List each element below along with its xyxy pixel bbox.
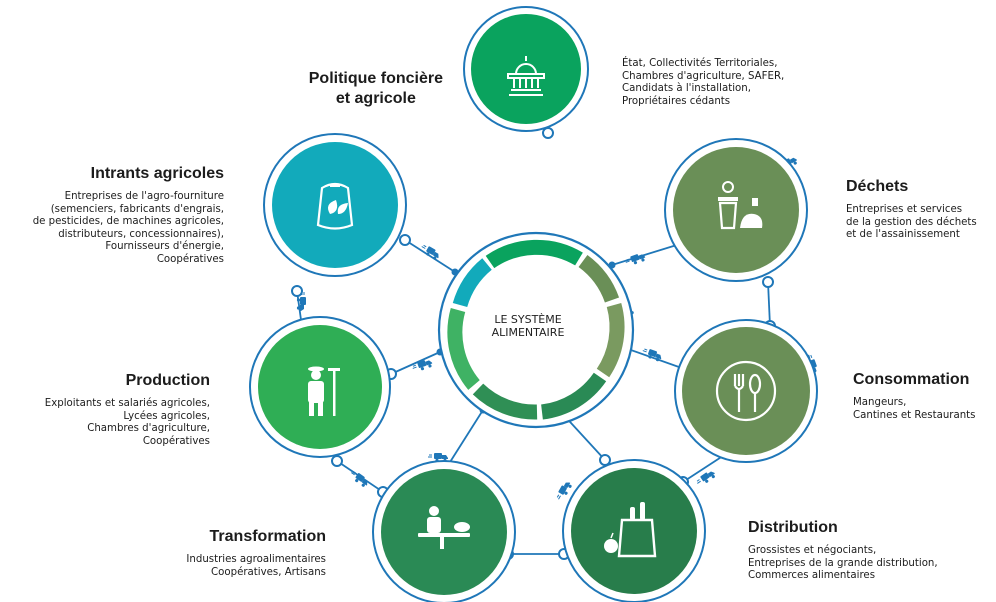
politique-title: Politique foncière et agricole (309, 69, 443, 109)
production-desc-line: Coopératives (142, 435, 210, 447)
production-desc: Exploitants et salariés agricoles, Lycée… (45, 398, 210, 448)
intrants-title: Intrants agricoles (90, 165, 224, 182)
production-desc-line: Exploitants et salariés agricoles, (44, 398, 210, 409)
node-intrants (263, 133, 407, 277)
transformation-desc-line: Industries agroalimentaires (186, 554, 326, 565)
node-dechets (664, 138, 808, 282)
dechets-desc-line: Entreprises et services (846, 204, 963, 215)
node-transformation (372, 460, 516, 602)
production-desc-line: Chambres d'agriculture, (87, 423, 210, 435)
dechets-desc-line: de la gestion des déchets (846, 216, 977, 228)
dechets-title: Déchets (846, 178, 909, 195)
node-production (249, 316, 391, 458)
center-label: LE SYSTÈME ALIMENTAIRE (462, 313, 594, 339)
label-dechets: Déchets Entreprises et services de la ge… (846, 177, 977, 242)
intrants-desc-line: Coopératives (156, 253, 224, 265)
distribution-desc-line: Commerces alimentaires (748, 570, 875, 582)
label-politique-desc: État, Collectivités Territoriales, Chamb… (622, 58, 784, 108)
consommation-desc-line: Cantines et Restaurants (853, 409, 976, 421)
distribution-desc-line: Grossistes et négociants, (748, 545, 877, 556)
transformation-desc: Industries agroalimentaires Coopératives… (186, 554, 326, 579)
production-title: Production (125, 372, 210, 389)
transformation-title: Transformation (209, 528, 326, 545)
label-intrants: Intrants agricoles Entreprises de l'agro… (33, 164, 224, 267)
label-consommation: Consommation Mangeurs, Cantines et Resta… (853, 370, 976, 422)
intrants-desc-line: de pesticides, de machines agricoles, (32, 216, 224, 228)
intrants-desc-line: (semenciers, fabricants d'engrais, (50, 203, 224, 215)
consommation-desc: Mangeurs, Cantines et Restaurants (853, 397, 976, 422)
center-line-2: ALIMENTAIRE (491, 326, 565, 339)
plate-cutlery-icon (715, 360, 777, 422)
node-consommation (674, 319, 818, 463)
label-politique: Politique foncière et agricole (309, 69, 443, 109)
consommation-title: Consommation (853, 371, 970, 388)
politique-desc-line: État, Collectivités Territoriales, (622, 58, 778, 69)
politique-title-line-2: et agricole (335, 90, 416, 107)
label-production: Production Exploitants et salariés agric… (45, 371, 210, 448)
intrants-desc: Entreprises de l'agro-fourniture (semenc… (33, 191, 224, 267)
politique-title-line-1: Politique foncière (308, 70, 443, 87)
intrants-desc-line: Fournisseurs d'énergie, (105, 241, 224, 253)
farmer-icon (308, 366, 340, 416)
label-transformation: Transformation Industries agroalimentair… (186, 527, 326, 579)
waste-bin-icon (718, 181, 763, 230)
distribution-desc-line: Entreprises de la grande distribution, (748, 557, 938, 569)
intrants-desc-line: distributeurs, concessionnaires), (58, 228, 224, 240)
label-distribution: Distribution Grossistes et négociants, E… (748, 518, 938, 583)
node-politique (463, 6, 589, 132)
politique-desc-line: Propriétaires cédants (622, 95, 731, 107)
cook-icon (418, 506, 470, 549)
politique-desc: État, Collectivités Territoriales, Chamb… (622, 58, 784, 108)
distribution-desc: Grossistes et négociants, Entreprises de… (748, 545, 938, 583)
center-line-1: LE SYSTÈME (494, 313, 562, 326)
dechets-desc: Entreprises et services de la gestion de… (846, 204, 977, 242)
consommation-desc-line: Mangeurs, (853, 397, 907, 408)
transformation-desc-line: Coopératives, Artisans (211, 566, 326, 578)
dechets-desc-line: et de l'assainissement (846, 229, 960, 241)
grocery-bag-icon (604, 502, 657, 558)
politique-desc-line: Candidats à l'installation, (622, 83, 751, 95)
seed-bag-icon (316, 182, 354, 230)
capitol-building-icon (507, 56, 545, 96)
central-ring (437, 231, 635, 429)
politique-desc-line: Chambres d'agriculture, SAFER, (622, 70, 785, 82)
node-distribution (562, 459, 706, 602)
production-desc-line: Lycées agricoles, (123, 410, 210, 422)
distribution-title: Distribution (748, 519, 838, 536)
intrants-desc-line: Entreprises de l'agro-fourniture (64, 191, 224, 202)
